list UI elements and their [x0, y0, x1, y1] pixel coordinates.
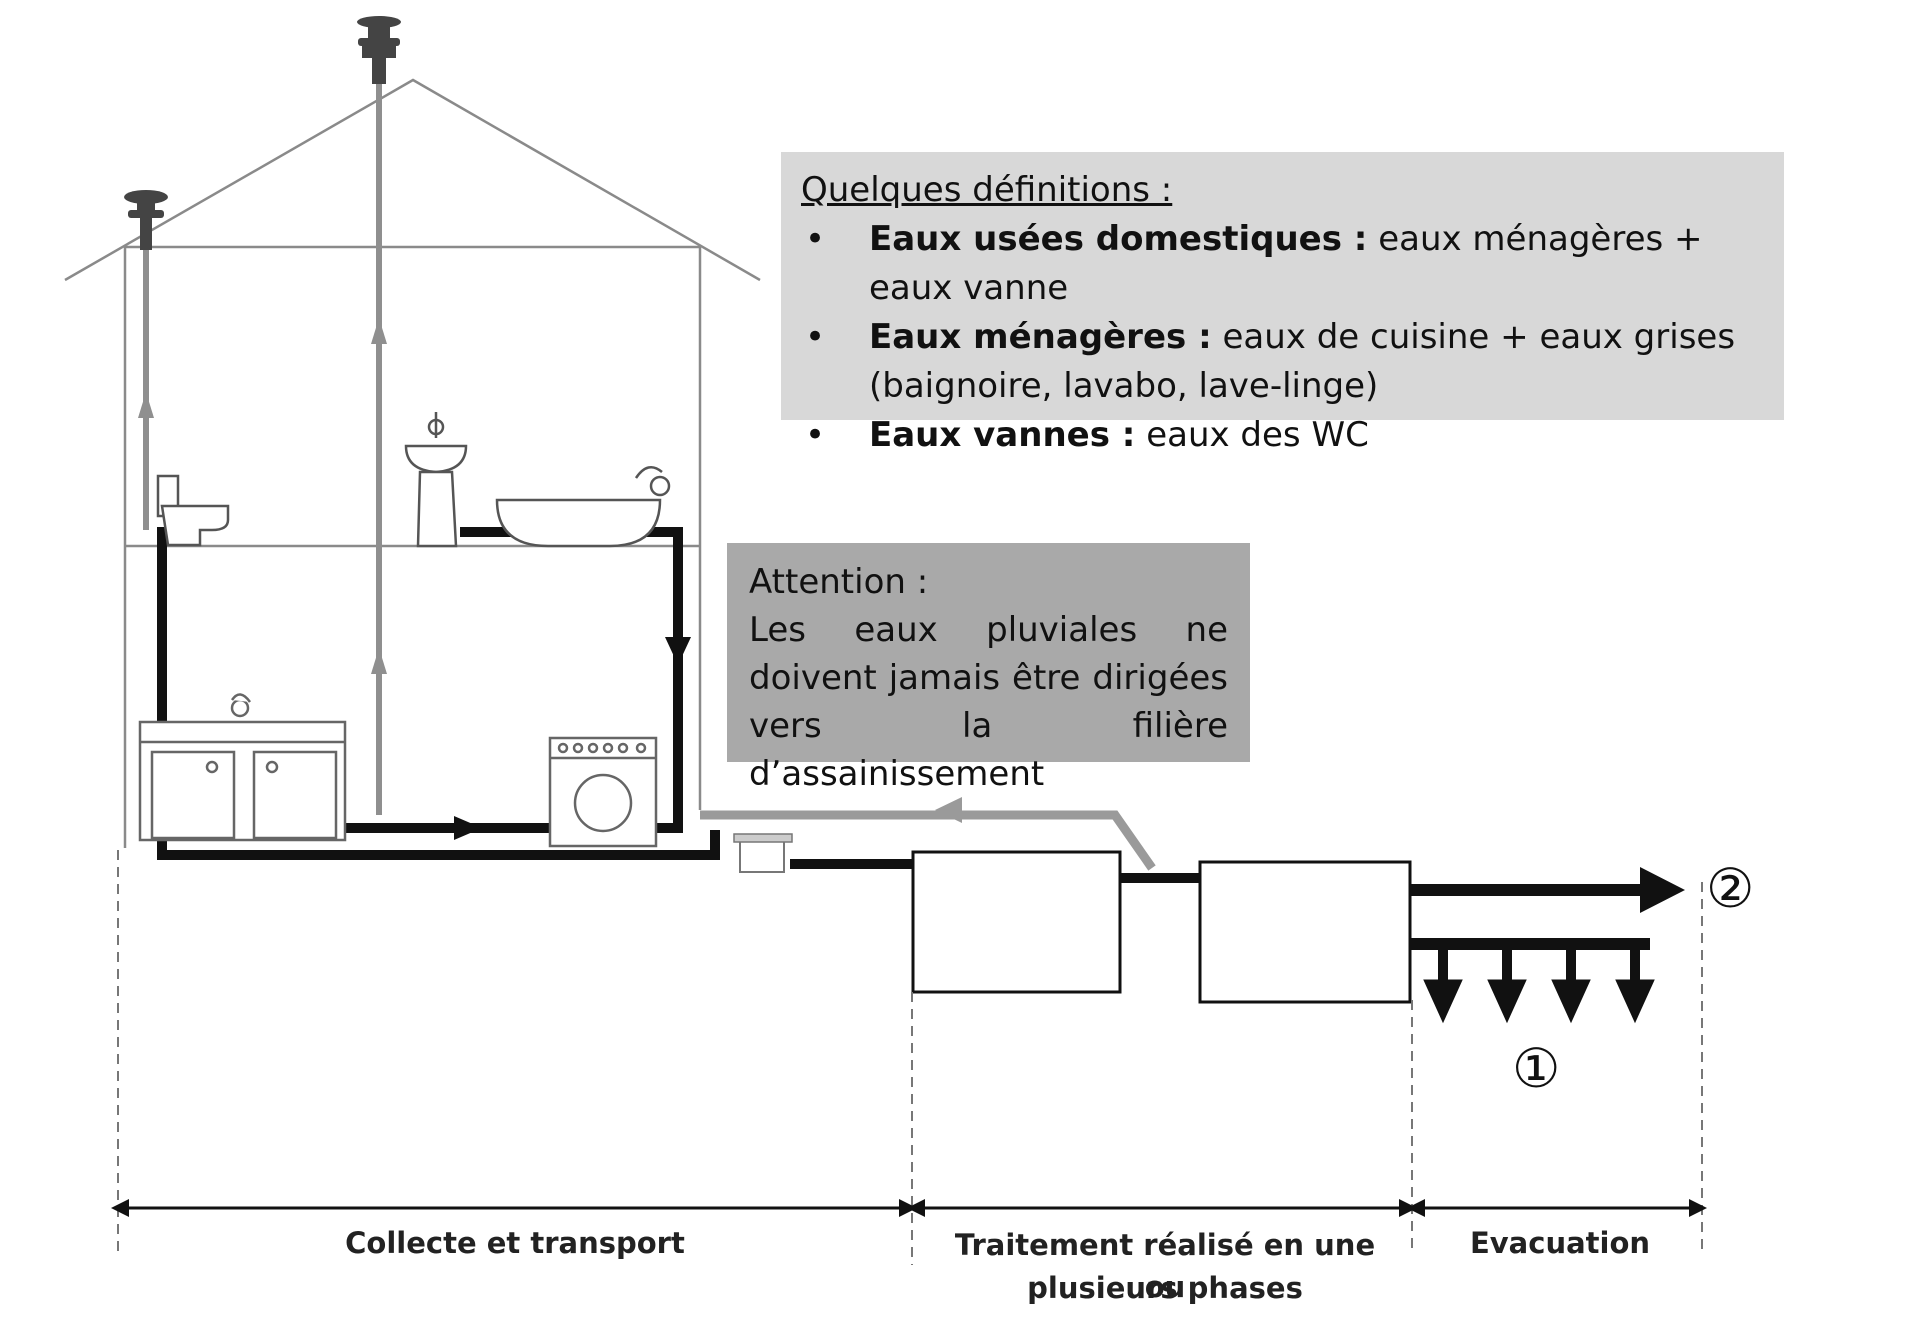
washbasin — [404, 412, 468, 548]
label-evacuation: Evacuation — [1469, 1226, 1651, 1260]
definition-term: Eaux vannes : — [869, 415, 1136, 455]
label-traitement-line1: Traitement réalisé en une ou — [954, 1228, 1376, 1304]
definitions-box: Quelques définitions : Eaux usées domest… — [781, 152, 1784, 460]
definition-item: Eaux ménagères : eaux de cuisine + eaux … — [801, 313, 1764, 411]
definitions-list: Eaux usées domestiques : eaux ménagères … — [801, 215, 1764, 460]
definitions-title: Quelques définitions : — [801, 170, 1173, 210]
label-traitement-line2: plusieurs phases — [1027, 1271, 1303, 1305]
treatment-tank-2 — [1198, 860, 1412, 1004]
definition-text: eaux des WC — [1135, 415, 1369, 455]
kitchen-cabinet — [138, 693, 347, 842]
definition-term: Eaux usées domestiques : — [869, 219, 1368, 259]
outlet-marker-2: ② — [1706, 857, 1755, 920]
definition-text: eaux de cuisine + eaux grises — [1211, 317, 1736, 357]
toilet — [156, 474, 230, 547]
phase-boundaries — [117, 850, 1703, 1265]
definition-item: Eaux usées domestiques : eaux ménagères … — [801, 215, 1764, 313]
washing-machine — [548, 736, 658, 848]
definition-item: Eaux vannes : eaux des WC — [801, 411, 1764, 460]
black-pipe-arrows — [454, 637, 691, 840]
attention-text: Les eaux pluviales ne doivent jamais êtr… — [749, 610, 1228, 794]
grey-rain-pipe — [700, 797, 1156, 871]
inspection-grate — [733, 833, 793, 873]
vent-cap-center — [357, 16, 401, 84]
outlet-arrow-2 — [1410, 867, 1685, 913]
attention-title: Attention : — [749, 562, 929, 602]
vent-cap-left — [124, 190, 168, 250]
treatment-tank-1 — [911, 850, 1122, 994]
bathtub — [495, 465, 671, 548]
label-collecte: Collecte et transport — [345, 1226, 685, 1260]
vent-pipes — [143, 84, 382, 815]
definition-text: eaux ménagères + eaux vanne — [869, 219, 1703, 308]
definition-term: Eaux ménagères : — [869, 317, 1212, 357]
vent-arrows — [138, 318, 387, 674]
definition-text-continued: (baignoire, lavabo, lave-linge) — [869, 366, 1379, 406]
house-outline — [64, 78, 761, 848]
attention-box: Attention : Les eaux pluviales ne doiven… — [727, 543, 1250, 794]
outlet-marker-1: ① — [1512, 1037, 1561, 1100]
infiltration-arrows-1 — [1410, 938, 1655, 1024]
